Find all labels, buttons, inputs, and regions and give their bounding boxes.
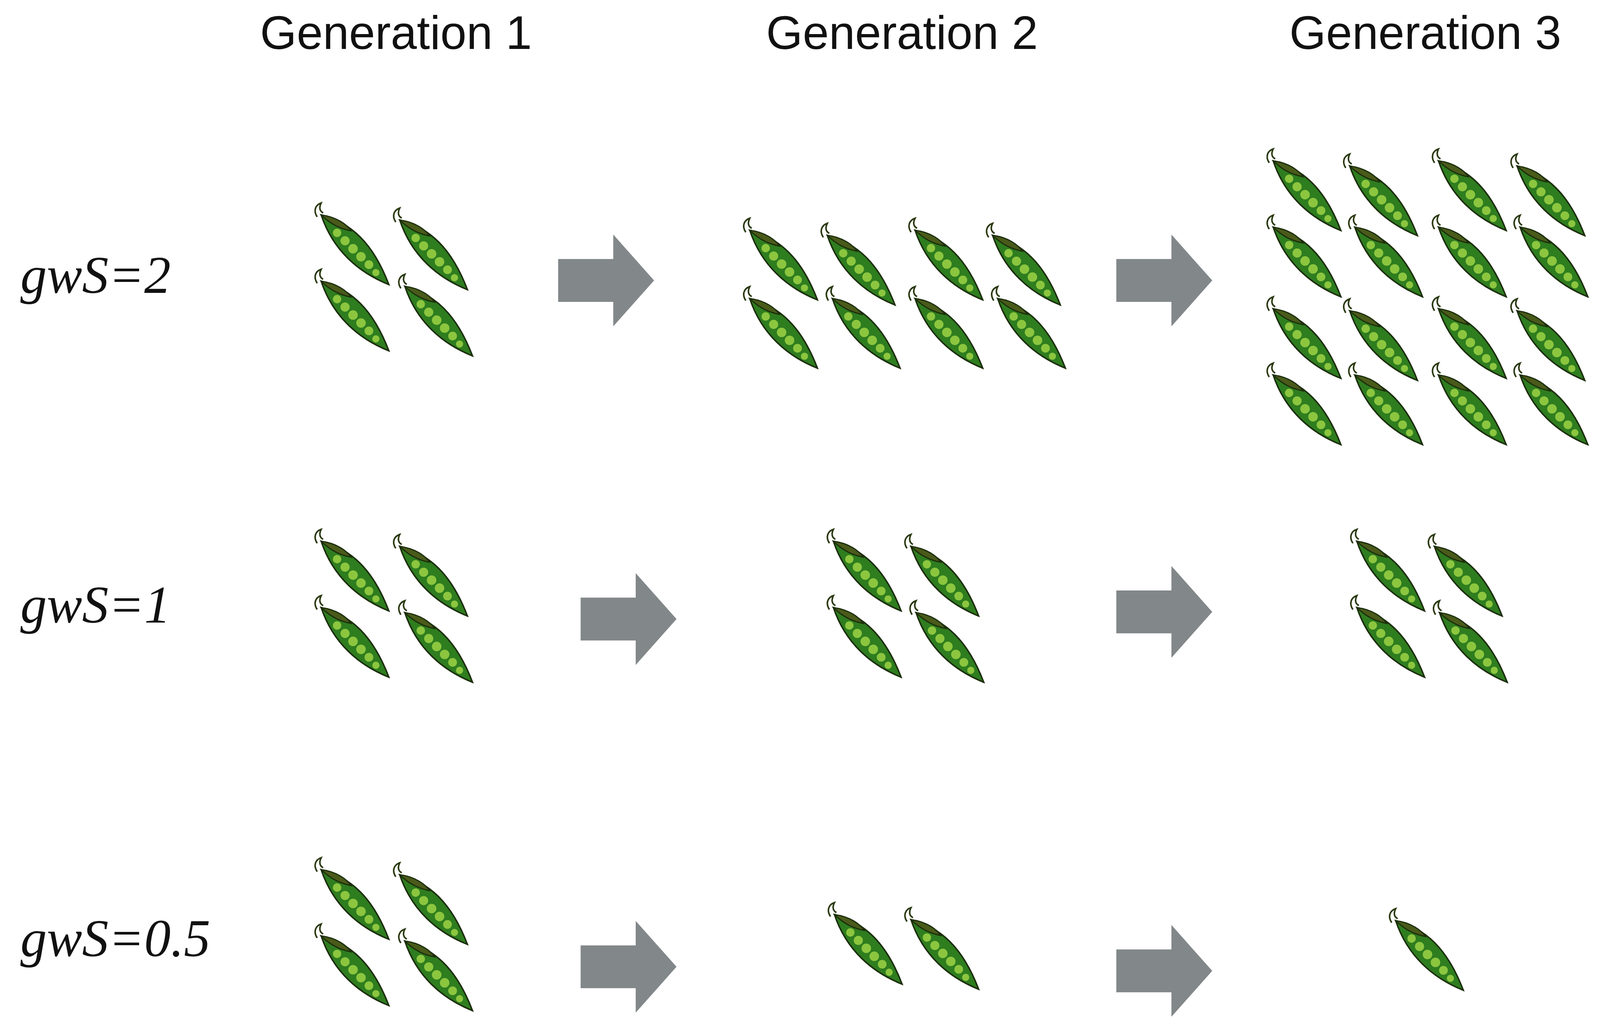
row-label: gwS=2 bbox=[20, 246, 171, 305]
column-heading: Generation 2 bbox=[766, 6, 1038, 59]
column-heading: Generation 1 bbox=[260, 6, 532, 59]
row-label: gwS=1 bbox=[20, 576, 171, 635]
row-label: gwS=0.5 bbox=[20, 909, 211, 969]
column-heading: Generation 3 bbox=[1289, 6, 1562, 59]
